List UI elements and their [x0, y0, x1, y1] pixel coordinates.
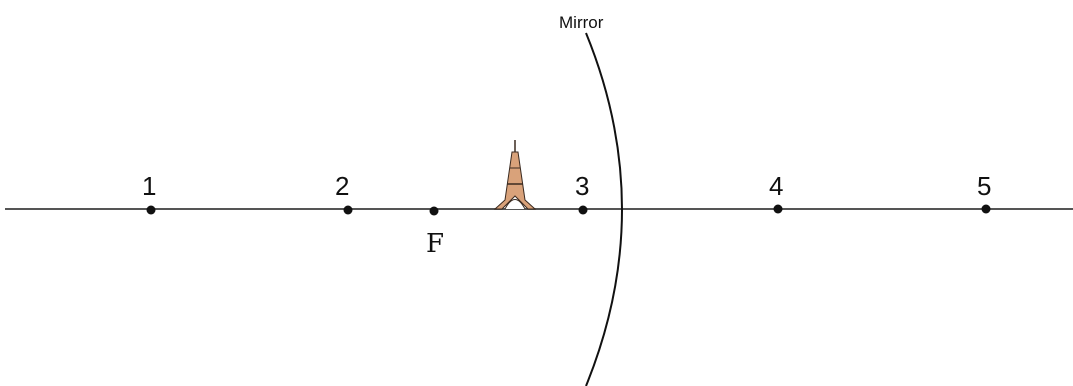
focal-point-label: F [426, 229, 444, 259]
point-3-label: 3 [575, 171, 589, 201]
point-5-label: 5 [977, 171, 991, 201]
point-2-label: 2 [335, 171, 349, 201]
point-2-dot [343, 205, 353, 215]
mirror-curve [585, 32, 623, 386]
point-4-label: 4 [769, 171, 783, 201]
eiffel-tower-icon [493, 140, 537, 210]
point-1-dot [146, 205, 156, 215]
mirror-label: Mirror [559, 13, 604, 32]
point-4-dot [773, 204, 783, 214]
point-3-dot [578, 205, 588, 215]
point-1-label: 1 [142, 171, 156, 201]
focal-point-dot [429, 206, 439, 216]
point-5-dot [981, 204, 991, 214]
